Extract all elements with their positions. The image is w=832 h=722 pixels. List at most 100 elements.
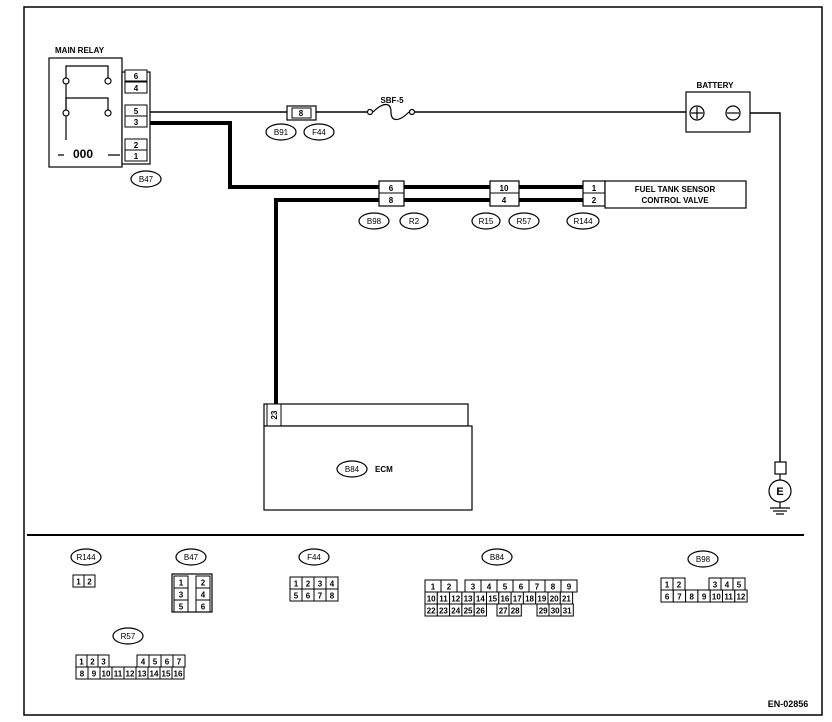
relay-coil: 000 [73,147,93,161]
badge-r2-label: R2 [409,217,420,226]
battery-title: BATTERY [697,81,735,90]
b84-pin-5: 5 [503,583,508,592]
connector-r144: 1 2 [582,180,606,207]
b84-pin-7: 7 [535,583,540,592]
r57-pin-9: 9 [92,670,97,679]
badge-b98-view-label: B98 [696,555,711,564]
connector-pin-cell [83,574,96,588]
b98-pin-10: 10 [712,593,721,602]
badge-b98-view [687,550,719,568]
badge-b98-label: B98 [367,217,382,226]
battery: BATTERY [685,81,751,133]
b84-pin-22: 22 [427,607,436,616]
b84-pin-6: 6 [519,583,524,592]
b84-pin-10: 10 [427,595,436,604]
badge-r57 [508,212,540,230]
badge-r144-label: R144 [573,217,593,226]
badge-b84-view-label: B84 [490,553,505,562]
b84-pin-18: 18 [525,595,534,604]
b84-pin-2: 2 [447,583,452,592]
b98-pin-3: 3 [713,581,718,590]
badge-b84 [336,460,368,478]
badge-r2 [399,212,429,230]
relay-pin-2: 2 [134,141,139,150]
f44-pin-7: 7 [318,592,323,601]
relay-pin-6: 6 [134,72,139,81]
relay-pin-3: 3 [134,118,139,127]
badge-b47-label: B47 [139,175,154,184]
wire-battery-to-ground [750,112,781,462]
b84-pin-19: 19 [537,595,546,604]
b84-pin-4: 4 [487,583,492,592]
b47-pin-4: 4 [201,591,206,600]
b84-pin-23: 23 [439,607,448,616]
b84-pin-20: 20 [550,595,559,604]
b84-pin-26: 26 [476,607,485,616]
b84-pin-17: 17 [513,595,522,604]
f44-pin-1: 1 [294,580,299,589]
b98-pin-1: 1 [665,581,670,590]
b84-pin-1: 1 [431,583,436,592]
badge-b84-label: B84 [345,465,360,474]
ground-e: E [768,461,792,515]
b98-pin-12: 12 [736,593,745,602]
b84-pin-28: 28 [511,607,520,616]
r57-pin-2: 2 [90,658,95,667]
b98-pin-8: 8 [690,593,695,602]
b84-pin-13: 13 [464,595,473,604]
badge-f44-view [298,548,330,566]
b84-pin-21: 21 [562,595,571,604]
r57-pin-1: 1 [79,658,84,667]
fuel-tank-sensor-control-valve: FUEL TANK SENSOR CONTROL VALVE [604,180,747,209]
badge-b47-view [175,548,207,566]
diagram-frame [23,6,823,716]
b84-pin-12: 12 [451,595,460,604]
b84-pin-9: 9 [567,583,572,592]
f44-pin-6: 6 [306,592,311,601]
badge-b91 [265,123,297,141]
badge-f44-label: F44 [312,128,326,137]
b84-pin-30: 30 [551,607,560,616]
f44-pin-5: 5 [294,592,299,601]
b47-pin-5: 5 [179,603,184,612]
fuse-sbf5-label: SBF-5 [380,96,404,105]
wire-valve-to-ecm [274,198,583,404]
badge-f44-view-label: F44 [307,553,321,562]
r15-pin-bottom: 4 [502,196,507,205]
connector-r15-r57: 10 4 [489,180,520,207]
b47-frame [171,573,213,613]
b98-pin-7: 7 [677,593,682,602]
f44-pin-8: 8 [330,592,335,601]
f44-pin-2: 2 [306,580,311,589]
b84-pin-8: 8 [551,583,556,592]
relay-switch-contacts [58,65,120,156]
r144-pin-2: 2 [87,578,92,587]
badge-r15-label: R15 [479,217,494,226]
fuse-sbf5: SBF-5 [366,96,416,121]
b84-pin-27: 27 [499,607,508,616]
b98-pin-6: 6 [665,593,670,602]
connector-b98-r2: 6 8 [378,180,405,207]
badge-r57-view [112,627,144,645]
relay-pin-5: 5 [134,107,139,116]
r57-pin-16: 16 [174,670,183,679]
valve-title-line2: CONTROL VALVE [641,196,709,205]
badge-r57-view-label: R57 [121,632,136,641]
b84-pin-24: 24 [451,607,460,616]
f44-pin-3: 3 [318,580,323,589]
r57-pin-6: 6 [165,658,170,667]
r144-pin-bottom: 2 [592,196,597,205]
r57-pin-8: 8 [80,670,85,679]
relay-pin-cell [124,115,148,128]
r57-pin-7: 7 [177,658,182,667]
relay-pin-4: 4 [134,84,139,93]
r57-pin-13: 13 [138,670,147,679]
b84-pin-31: 31 [563,607,572,616]
b84-pin-3: 3 [471,583,476,592]
r57-pin-11: 11 [114,670,123,679]
b98-pin-bottom: 8 [389,196,394,205]
connector-pin-cell [734,589,748,603]
fuse-connector: 8 [286,105,317,121]
r57-pin-3: 3 [101,658,106,667]
